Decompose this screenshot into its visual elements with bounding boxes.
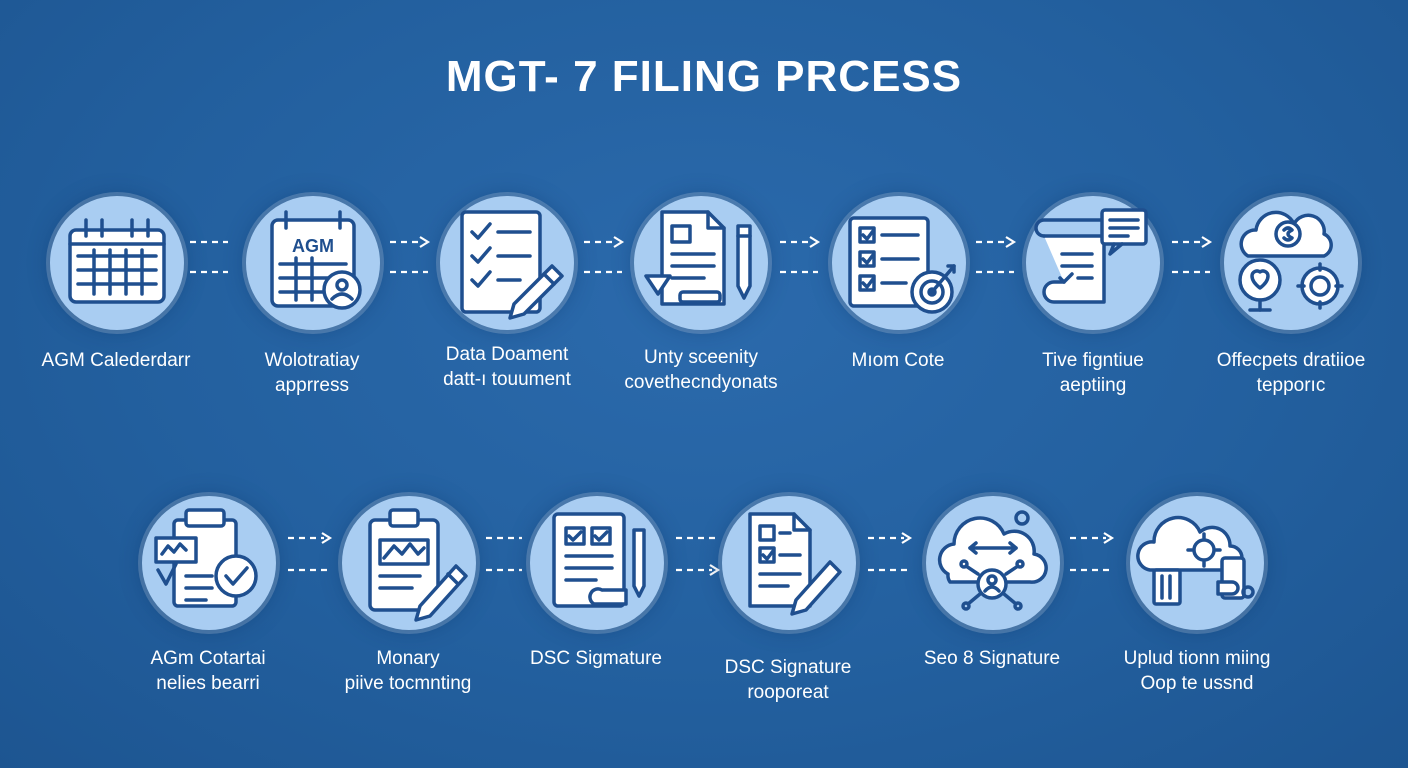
step-label-line: Oop te ussnd (1140, 673, 1254, 694)
step-label: AGM Calederdarr (16, 348, 216, 373)
arrow-connector (388, 232, 432, 278)
cloud-network-icon (926, 496, 1060, 630)
step-label-line: Tive figntiue (1042, 350, 1144, 371)
svg-text:AGM: AGM (292, 236, 334, 256)
arrow-connector (1170, 232, 1214, 278)
step-label-line: covethecndyonats (624, 372, 778, 393)
step-label-line: aeptiing (1059, 375, 1127, 396)
arrow-connector (1068, 530, 1116, 576)
arrow-connector (778, 232, 822, 278)
step-label: AGm Cotartai nelies bearri (108, 646, 308, 696)
clipboard-pen-icon (342, 496, 476, 630)
step-label-line: Data Doament (445, 344, 569, 365)
step-label-line: Wolotratiay (264, 350, 360, 371)
step-label-line: apprress (275, 375, 349, 396)
checklist-target-icon (832, 196, 966, 330)
step-label: Uplud tionn miing Oop te ussnd (1097, 646, 1297, 696)
calendar-icon (50, 196, 184, 330)
step-label: DSC Signature rooporeat (688, 655, 888, 705)
arrow-connector (674, 530, 722, 576)
step-label-line: datt-ı touument (443, 369, 571, 390)
document-sign-icon (722, 496, 856, 630)
document-check-icon (142, 496, 276, 630)
step-label-line: AGM Calederdarr (41, 350, 191, 371)
arrow-connector (286, 530, 334, 576)
step-label-line: Unty sceenity (643, 347, 759, 368)
arrow-connector (974, 232, 1018, 278)
step-label: Unty sceenity covethecndyonats (601, 345, 801, 395)
page-title: MGT- 7 FILING PRCESS (445, 52, 963, 101)
arrow-connector (582, 232, 626, 278)
document-pen-icon (634, 196, 768, 330)
step-label: Data Doament datt-ı touument (407, 342, 607, 392)
cloud-upload-icon (1130, 496, 1264, 630)
step-label-line: piive tocmnting (344, 673, 472, 694)
dashed-connector (484, 530, 524, 576)
step-label: Offecpets dratiioe tepporıc (1191, 348, 1391, 398)
checklist-pen-icon (440, 196, 574, 330)
step-label-line: rooporeat (747, 682, 829, 703)
step-label-line: Mıom Cote (851, 350, 945, 371)
cloud-gears-icon (1224, 196, 1358, 330)
step-label-line: AGm Cotartai (150, 648, 266, 669)
step-label: Seo 8 Signature (892, 646, 1092, 671)
step-label-line: tepporıc (1256, 375, 1326, 396)
agm-calendar-icon: AGM (246, 196, 380, 330)
scroll-chat-icon (1026, 196, 1160, 330)
form-pen-icon (530, 496, 664, 630)
step-label-line: nelies bearri (156, 673, 260, 694)
step-label: Tive figntiue aeptiing (993, 348, 1193, 398)
step-label: Mıom Cote (798, 348, 998, 373)
step-label: Wolotratiay apprress (212, 348, 412, 398)
step-label-line: Monary (376, 648, 440, 669)
step-label: DSC Sigmature (496, 646, 696, 671)
step-label: Monary piive tocmnting (308, 646, 508, 696)
step-label-line: Seo 8 Signature (923, 648, 1061, 669)
step-label-line: Uplud tionn miing (1123, 648, 1271, 669)
step-label-line: DSC Sigmature (530, 648, 662, 669)
arrow-connector (866, 530, 914, 576)
step-label-line: DSC Signature (724, 657, 852, 678)
dashed-connector (188, 232, 232, 278)
step-label-line: Offecpets dratiioe (1216, 350, 1366, 371)
